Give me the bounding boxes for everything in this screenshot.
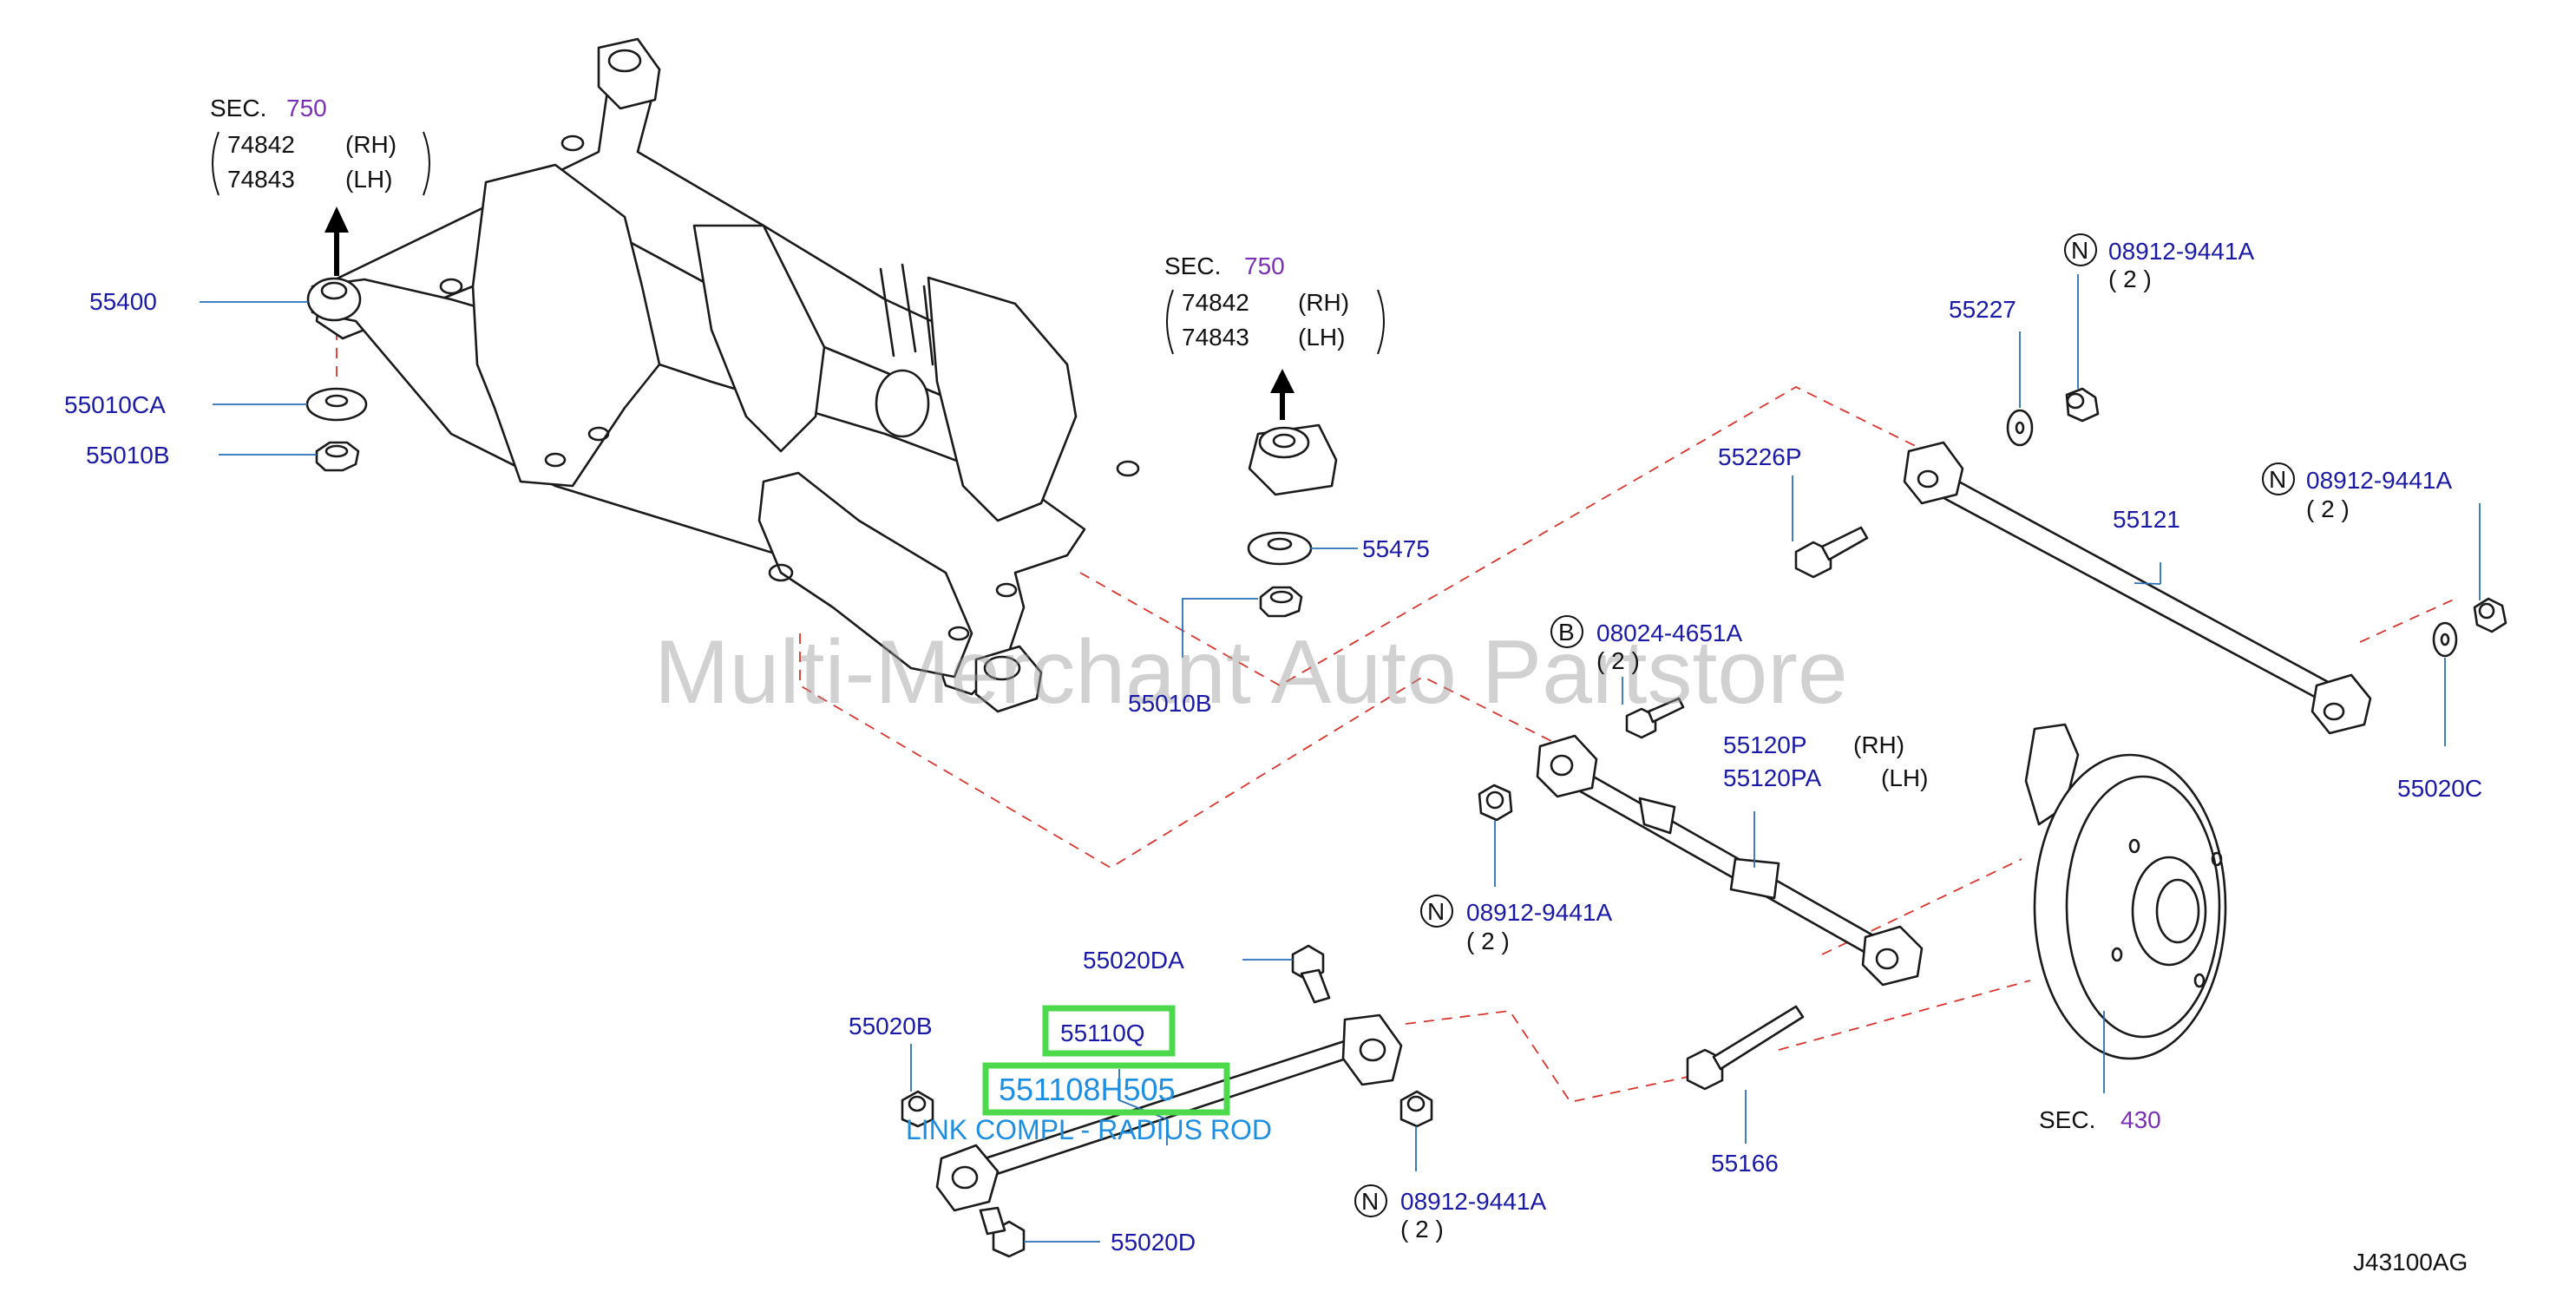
sec-label: SEC. (210, 95, 266, 121)
b-badge-letter: B (1558, 619, 1575, 646)
watermark: Multi-Merchant Auto Partstore (654, 622, 1848, 723)
quantity: ( 2 ) (1596, 647, 1640, 674)
part-label-55120pa[interactable]: 55120PA (1723, 764, 1821, 791)
nut-08912-9441a-mid (1478, 784, 1513, 822)
lower-link-55120p (1536, 734, 1924, 987)
nut-label-08912-9441a[interactable]: N 08912-9441A ( 2 ) (2064, 233, 2254, 292)
part-code: 08912-9441A (1466, 899, 1612, 926)
part-number: 74843 (1182, 324, 1249, 351)
part-code: 08912-9441A (2108, 238, 2254, 265)
part-label-55120p[interactable]: 55120P (1723, 731, 1807, 758)
part-code: 08912-9441A (1400, 1188, 1546, 1215)
part-label-55020d[interactable]: 55020D (1111, 1229, 1196, 1256)
bolt-55226p (1794, 526, 1869, 579)
n-badge-icon (2262, 462, 2295, 495)
part-label-55020c[interactable]: 55020C (2397, 775, 2482, 802)
arrow-up-icon (1270, 369, 1295, 420)
side-label: (LH) (1881, 764, 1928, 791)
highlight-part-number: 551108H505 (999, 1072, 1176, 1107)
part-label-55166[interactable]: 55166 (1711, 1150, 1779, 1177)
part-label-55110q: 55110Q (1060, 1020, 1145, 1046)
part-label-55226p[interactable]: 55226P (1718, 443, 1802, 470)
quantity: ( 2 ) (1466, 928, 1510, 954)
nut-55010b-mid (1259, 586, 1303, 618)
axle-hub-disc (2024, 723, 2227, 1060)
n-badge-letter: N (1361, 1188, 1379, 1215)
part-label-55020b[interactable]: 55020B (849, 1013, 933, 1040)
nut-label-08912-9441a[interactable]: N 08912-9441A ( 2 ) (1420, 895, 1612, 954)
n-badge-icon (2064, 233, 2097, 266)
sec-number[interactable]: 750 (1244, 252, 1285, 279)
bolt-55166 (1686, 1005, 1805, 1091)
upper-link-55121 (1903, 441, 2372, 735)
side-label: (RH) (1298, 289, 1349, 316)
side-label: (LH) (1298, 324, 1345, 351)
quantity: ( 2 ) (2306, 495, 2350, 522)
highlight-551108h505[interactable]: 551108H505 (982, 1062, 1230, 1116)
side-label: (RH) (1853, 731, 1904, 758)
side-label: (RH) (345, 131, 397, 158)
part-label-55010b[interactable]: 55010B (86, 442, 170, 469)
mount-washer-55475 (1247, 531, 1313, 566)
bolt-55020d (979, 1206, 1026, 1258)
sec-number[interactable]: 430 (2120, 1106, 2161, 1133)
nut-55010b-left (315, 441, 360, 472)
part-label-55121[interactable]: 55121 (2113, 506, 2180, 533)
quantity: ( 2 ) (1400, 1216, 1444, 1243)
quantity: ( 2 ) (2108, 266, 2152, 292)
highlight-description: LINK COMPL - RADIUS ROD (906, 1114, 1272, 1145)
nut-08912-9441a-top (2065, 387, 2100, 423)
bolt-55020da (1291, 944, 1331, 1004)
n-badge-letter: N (1427, 898, 1445, 925)
leader-lines (200, 274, 2481, 1243)
sec-number[interactable]: 750 (286, 95, 327, 121)
highlight-55110q[interactable]: 55110Q (1042, 1005, 1176, 1057)
n-badge-icon (1420, 895, 1453, 928)
nut-label-08912-9441a[interactable]: N 08912-9441A ( 2 ) (1354, 1184, 1546, 1243)
part-number: 74842 (1182, 289, 1249, 316)
bolt-08024-4651a (1625, 697, 1685, 739)
sec-label: SEC. (1164, 252, 1221, 279)
nut-08912-9441a-bottom (1399, 1090, 1433, 1128)
bolt-label-08024-4651a[interactable]: B 08024-4651A ( 2 ) (1550, 615, 1742, 674)
part-number: 74842 (227, 131, 295, 158)
part-code: 08024-4651A (1596, 620, 1742, 646)
part-label-55400[interactable]: 55400 (89, 288, 157, 315)
nut-55020b (901, 1090, 934, 1128)
rear-suspension-member (306, 37, 1338, 713)
sec-label: SEC. (2039, 1106, 2095, 1133)
part-label-55010b[interactable]: 55010B (1128, 690, 1212, 717)
nut-label-08912-9441a[interactable]: N 08912-9441A ( 2 ) (2262, 462, 2452, 522)
washer-55020c (2432, 621, 2458, 658)
radius-rod-55110q (935, 1013, 1403, 1212)
n-badge-letter: N (2269, 466, 2286, 493)
part-label-55010ca[interactable]: 55010CA (64, 391, 166, 418)
n-badge-icon (1354, 1184, 1387, 1217)
side-label: (LH) (345, 166, 392, 193)
sec-750-left: SEC. 750 74842 (RH) 74843 (LH) (210, 95, 430, 196)
n-badge-letter: N (2071, 237, 2088, 264)
part-label-55475[interactable]: 55475 (1362, 535, 1430, 562)
sec-750-right: SEC. 750 74842 (RH) 74843 (LH) (1164, 252, 1385, 355)
part-label-55020da[interactable]: 55020DA (1083, 947, 1184, 974)
diagram-code: J43100AG (2353, 1249, 2468, 1276)
part-number: 74843 (227, 166, 295, 193)
arrow-up-icon (324, 207, 349, 276)
b-badge-icon (1550, 615, 1583, 648)
mount-washer-55010ca (305, 387, 368, 422)
washer-55227 (2006, 409, 2034, 447)
sec-430: SEC. 430 (2039, 1106, 2161, 1133)
nut-08912-9441a-right (2473, 597, 2507, 633)
part-label-55227[interactable]: 55227 (1949, 296, 2016, 323)
part-code: 08912-9441A (2306, 467, 2452, 494)
